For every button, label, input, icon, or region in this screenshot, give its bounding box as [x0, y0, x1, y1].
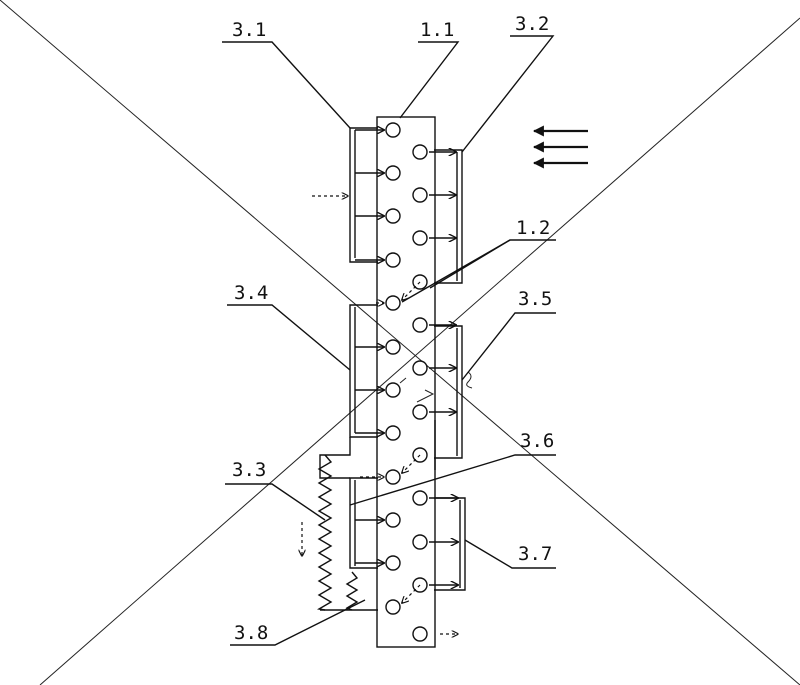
tube-circle [412, 144, 428, 160]
label-3-4: 3.4 [234, 282, 268, 304]
tube-circle [385, 165, 401, 181]
tube-circle [412, 626, 428, 642]
leader-1-2-a [429, 239, 556, 289]
label-1-1: 1.1 [420, 19, 454, 41]
label-3-3: 3.3 [232, 459, 266, 481]
label-3-1: 3.1 [232, 19, 266, 41]
label-3-8: 3.8 [234, 622, 268, 644]
label-3-2: 3.2 [515, 13, 549, 35]
label-3-7: 3.7 [518, 543, 552, 565]
tick-mark [399, 377, 407, 384]
manifold-3-1 [349, 127, 378, 263]
manifold-3-5 [434, 325, 463, 459]
leader-3-3 [225, 483, 326, 521]
tube-circle [412, 230, 428, 246]
manifold-3-6 [349, 477, 378, 569]
tube-circle [385, 469, 401, 485]
manifold-3-4 [349, 304, 378, 438]
flow-arrow [402, 454, 421, 473]
tube-circle [385, 208, 401, 224]
tube-circle [385, 555, 401, 571]
flow-arrow [402, 281, 421, 300]
leader-3-5 [461, 312, 556, 381]
leader-1-2-b [401, 239, 511, 303]
leader-3-2 [461, 35, 555, 153]
tube-circle [412, 360, 428, 376]
tube-circle [412, 490, 428, 506]
tube-circle [385, 339, 401, 355]
cross-line-b [39, 17, 800, 685]
column-1-1 [376, 116, 436, 648]
label-3-6: 3.6 [520, 430, 554, 452]
leader-3-8 [230, 599, 366, 646]
wave-mark [466, 371, 473, 389]
tube-circle [385, 425, 401, 441]
circle-group [385, 122, 428, 642]
tube-circle [412, 187, 428, 203]
coil-3-8 [345, 571, 359, 611]
leader-1-1 [399, 41, 460, 119]
tube-circle [385, 295, 401, 311]
tube-circle [385, 382, 401, 398]
tube-circle [385, 122, 401, 138]
tube-circle [385, 599, 401, 615]
tube-circle [412, 317, 428, 333]
tube-circle [385, 512, 401, 528]
label-3-5: 3.5 [518, 288, 552, 310]
manifold-3-2 [434, 149, 463, 284]
wind-arrows [532, 125, 588, 169]
tube-circle [385, 252, 401, 268]
tube-circle [412, 534, 428, 550]
flow-arrow [402, 584, 421, 603]
center-mark [416, 389, 435, 403]
label-1-2: 1.2 [516, 217, 550, 239]
leader-3-1 [222, 41, 351, 129]
leader-3-7 [464, 539, 556, 569]
manifold-3-7 [434, 497, 466, 591]
coil-3-3 [316, 437, 378, 611]
tube-circle [412, 404, 428, 420]
flow-arrows [355, 130, 458, 603]
leader-3-4 [227, 304, 351, 371]
leader-3-6 [349, 454, 556, 506]
